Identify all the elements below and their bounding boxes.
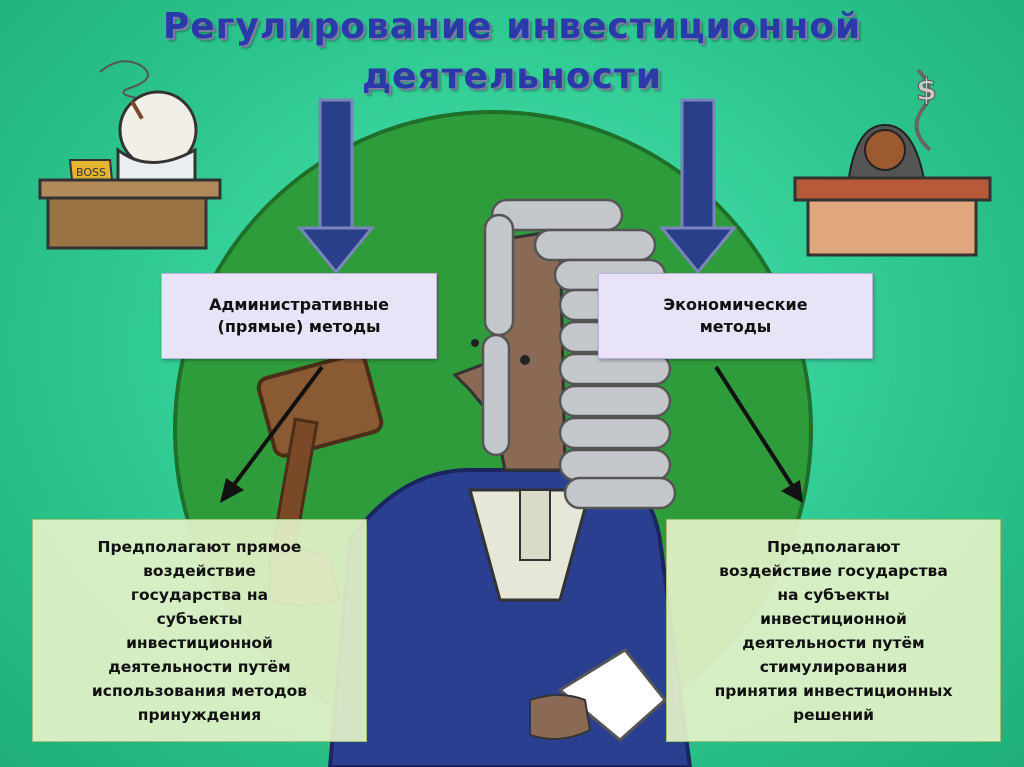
rich-boss-figure: $ bbox=[793, 68, 992, 257]
arrow-to-left-description-icon bbox=[220, 365, 324, 503]
arrow-right-down-icon bbox=[658, 98, 738, 275]
judge-figure bbox=[256, 198, 693, 767]
administrative-methods-description-box: Предполагают прямое воздействие государс… bbox=[32, 519, 367, 742]
page-title-line-2: деятельности bbox=[361, 56, 663, 97]
economic-methods-box: Экономические методы bbox=[598, 273, 873, 359]
economic-methods-label: Экономические методы bbox=[663, 295, 808, 336]
page-title-line-1: Регулирование инвестиционной bbox=[162, 6, 862, 47]
economic-methods-description: Предполагают воздействие государства на … bbox=[714, 537, 953, 724]
administrative-methods-description: Предполагают прямое воздействие государс… bbox=[91, 537, 308, 724]
boss-figure: BOSS bbox=[38, 60, 222, 250]
administrative-methods-label: Административные (прямые) методы bbox=[209, 295, 389, 336]
dollar-icon: $ bbox=[916, 73, 937, 108]
boss-sign: BOSS bbox=[76, 166, 106, 179]
economic-methods-description-box: Предполагают воздействие государства на … bbox=[666, 519, 1001, 742]
arrow-to-right-description-icon bbox=[714, 365, 803, 503]
arrow-left-down-icon bbox=[296, 98, 376, 275]
administrative-methods-box: Административные (прямые) методы bbox=[161, 273, 437, 359]
